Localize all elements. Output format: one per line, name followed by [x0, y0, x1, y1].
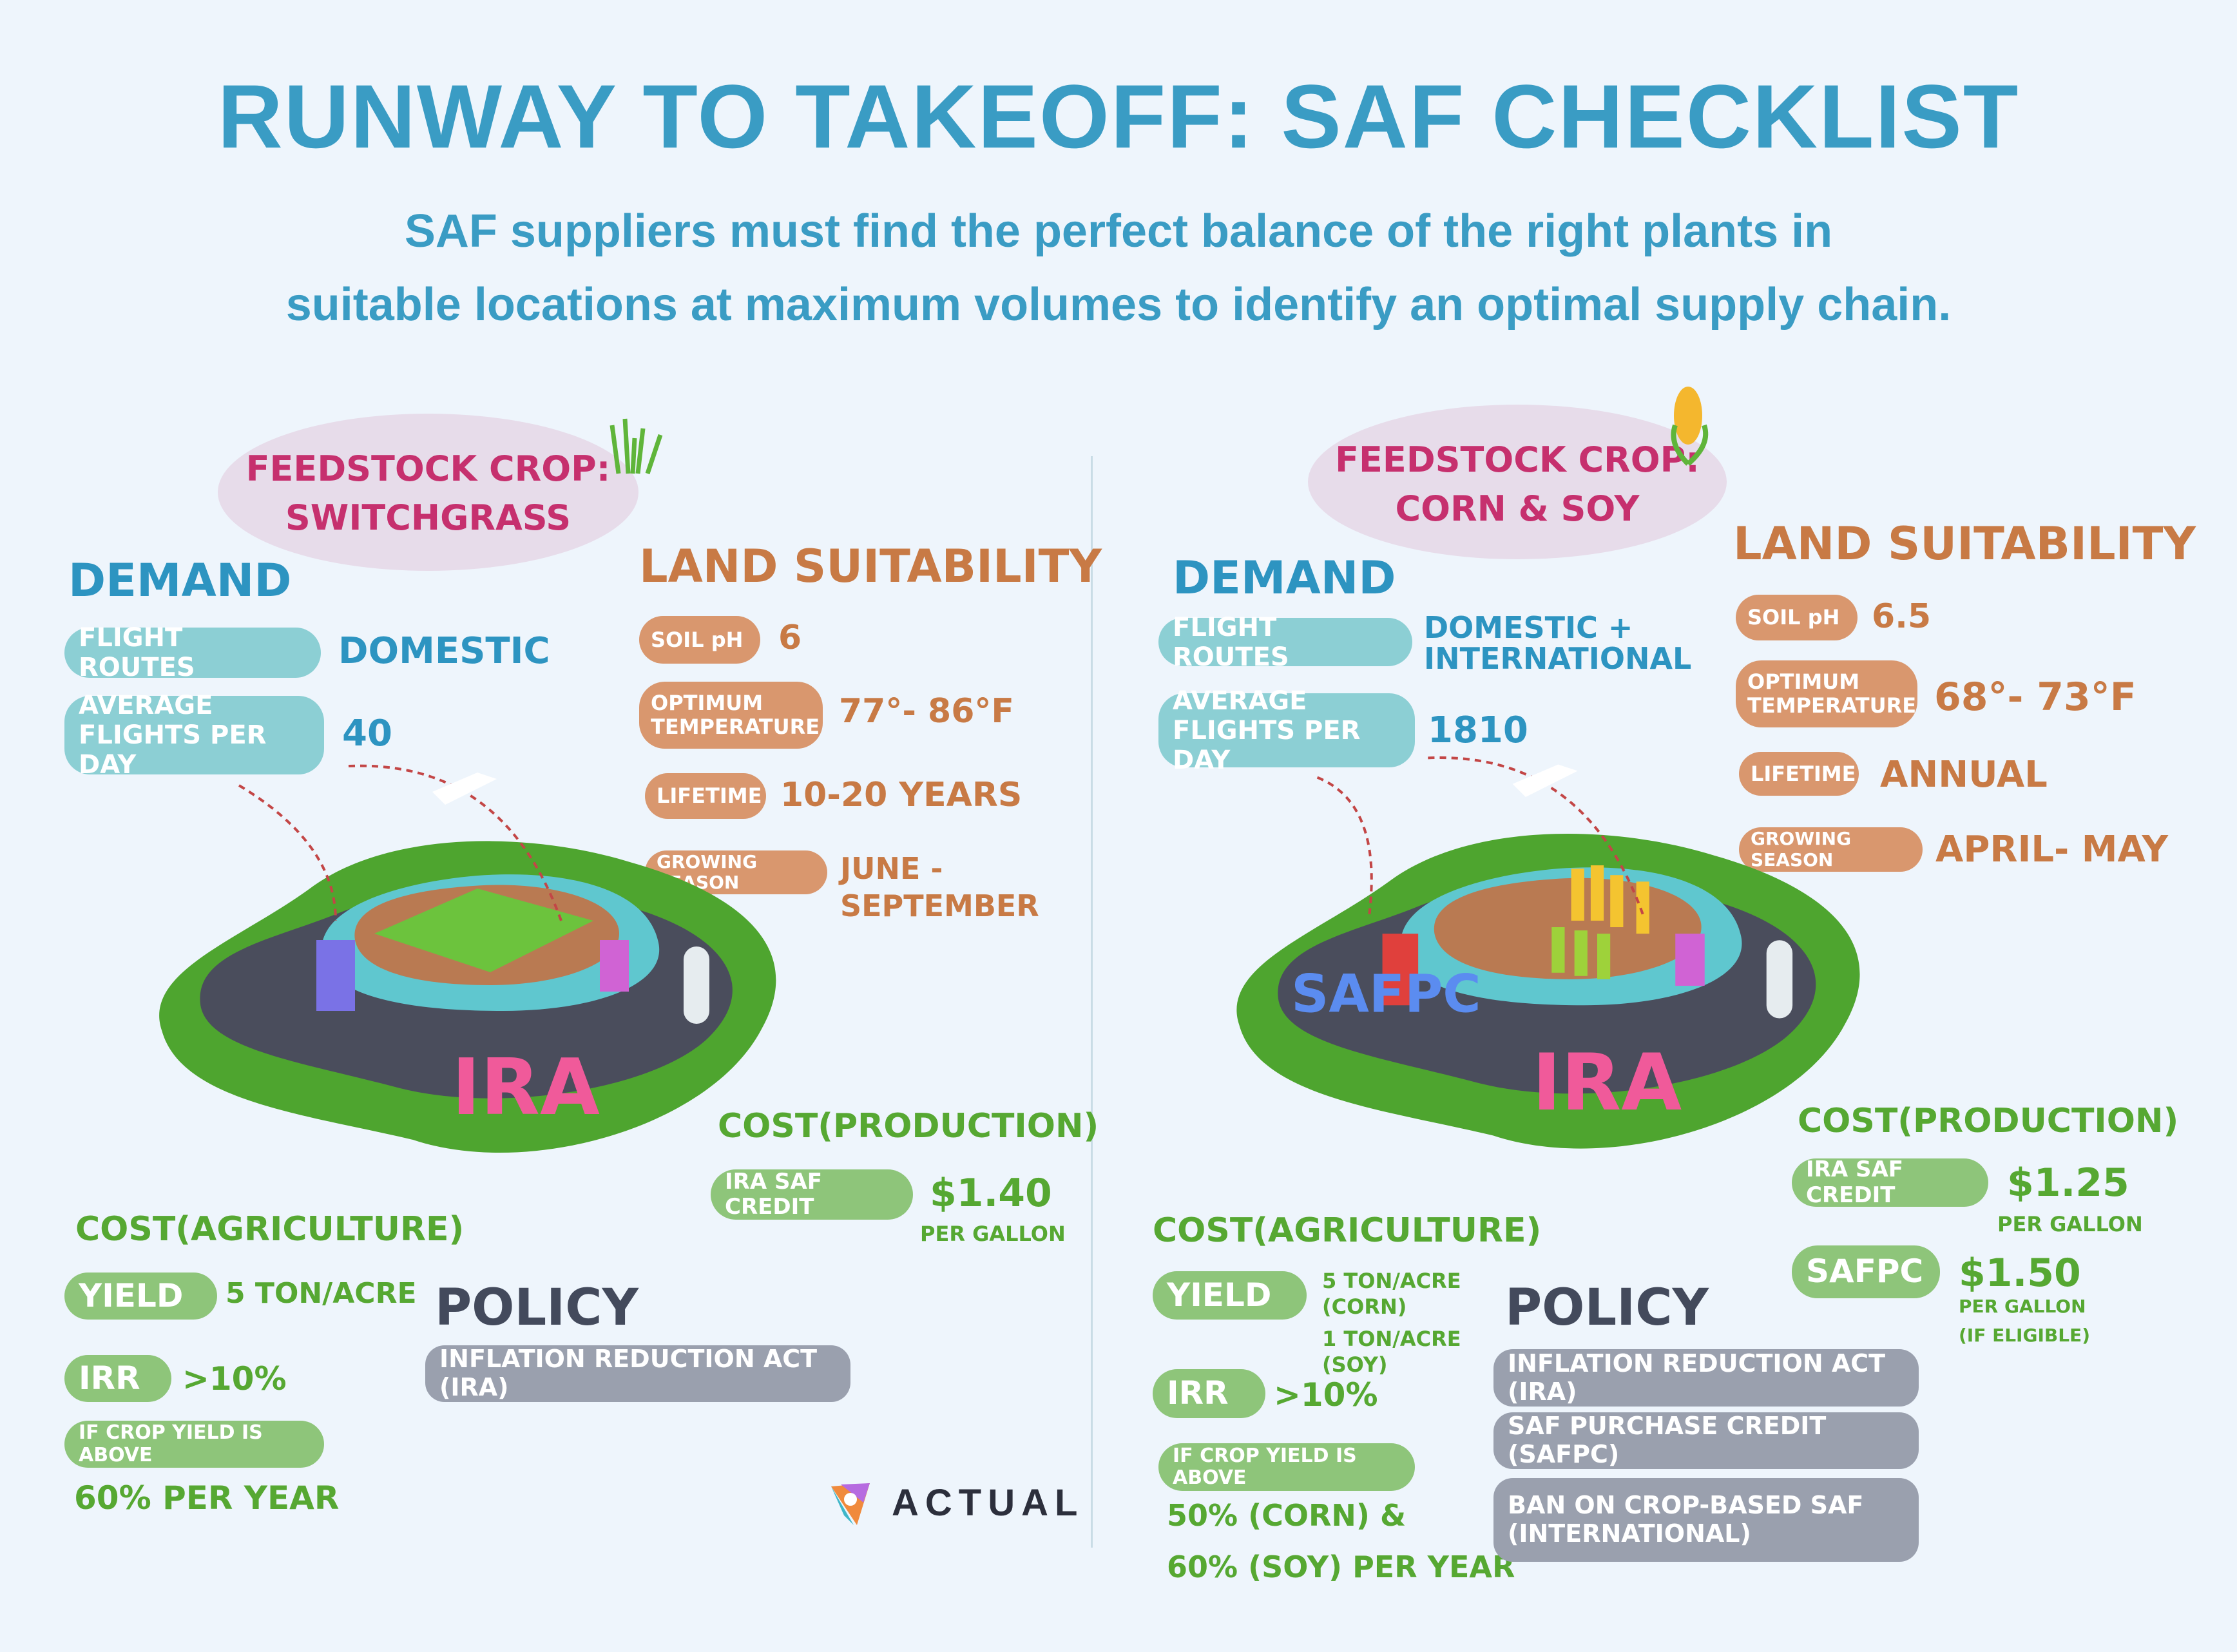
- farm-illustration-left: IRA: [159, 764, 776, 1153]
- flight-routes-value-right: DOMESTIC + INTERNATIONAL: [1424, 610, 1692, 677]
- yield-label-right: YIELD: [1153, 1271, 1307, 1320]
- subtitle-line-1: SAF suppliers must find the perfect bala…: [404, 206, 1833, 257]
- policy-ban-crop-based-saf: BAN ON CROP-BASED SAF (INTERNATIONAL): [1493, 1478, 1919, 1562]
- yield-condition-value-2: 60% (SOY) PER YEAR: [1167, 1550, 1515, 1584]
- temperature-label-right: OPTIMUM TEMPERATURE: [1736, 660, 1917, 727]
- crop-badge-left: [218, 414, 638, 571]
- temperature-value-right: 68°- 73°F: [1934, 675, 2136, 720]
- flight-routes-label-right: FLIGHT ROUTES: [1158, 613, 1412, 672]
- avg-flights-label-left: AVERAGE FLIGHTS PER DAY: [64, 691, 324, 780]
- farm-illustration-right: SAFPC IRA: [1236, 756, 1860, 1149]
- soil-ph-label-right: SOIL pH: [1736, 595, 1858, 640]
- yield-condition-label-left: IF CROP YIELD IS ABOVE: [64, 1421, 324, 1468]
- ira-credit-value-right: $1.25: [2007, 1160, 2129, 1205]
- safpc-letters: SAFPC: [1291, 964, 1481, 1024]
- policy-heading-right: POLICY: [1505, 1279, 1709, 1337]
- soil-ph-label-left: SOIL pH: [639, 616, 760, 664]
- ira-credit-unit-right: PER GALLON: [1997, 1212, 2143, 1236]
- ira-letters-right: IRA: [1532, 1037, 1682, 1128]
- soil-ph-value-left: 6: [778, 619, 802, 657]
- grass-icon: [610, 418, 663, 475]
- yield-label-left: YIELD: [64, 1273, 217, 1320]
- safpc-note: (IF ELIGIBLE): [1959, 1325, 2090, 1346]
- safpc-value: $1.50: [1959, 1251, 2081, 1296]
- irr-label-right: IRR: [1153, 1369, 1265, 1418]
- cost-production-heading-left: COST(PRODUCTION): [718, 1107, 1099, 1146]
- season-label-right: GROWING SEASON: [1739, 827, 1923, 872]
- lifetime-label-left: LIFETIME: [645, 773, 766, 819]
- yield-condition-value-left: 60% PER YEAR: [74, 1479, 340, 1517]
- yield-condition-label-right: IF CROP YIELD IS ABOVE: [1158, 1443, 1415, 1491]
- fuel-tank-icon: [316, 940, 355, 1011]
- land-heading-right: LAND SUITABILITY: [1733, 517, 2196, 570]
- lifetime-label-right: LIFETIME: [1739, 752, 1859, 796]
- safpc-label: SAFPC: [1792, 1245, 1940, 1298]
- cost-production-heading-right: COST(PRODUCTION): [1798, 1102, 2179, 1140]
- page-title: RUNWAY TO TAKEOFF: SAF CHECKLIST: [217, 66, 2020, 167]
- actual-logo: ACTUAL: [825, 1477, 1084, 1528]
- avg-flights-label-right: AVERAGE FLIGHTS PER DAY: [1158, 686, 1415, 775]
- ira-credit-value-left: $1.40: [930, 1171, 1052, 1216]
- yield-condition-value-1: 50% (CORN) &: [1167, 1498, 1407, 1533]
- ira-credit-label-right: IRA SAF CREDIT: [1792, 1157, 1988, 1207]
- yield-corn-value: 5 TON/ACRE (CORN): [1322, 1269, 1461, 1319]
- season-value-right: APRIL- MAY: [1935, 829, 2169, 870]
- irr-value-right: >10%: [1274, 1376, 1378, 1414]
- crop-badge-right: [1308, 405, 1727, 559]
- irr-label-left: IRR: [64, 1355, 171, 1402]
- safpc-unit: PER GALLON: [1959, 1296, 2086, 1317]
- lifetime-value-left: 10-20 YEARS: [780, 776, 1022, 814]
- temperature-label-left: OPTIMUM TEMPERATURE: [639, 682, 823, 749]
- demand-heading-right: DEMAND: [1173, 552, 1396, 604]
- land-heading-left: LAND SUITABILITY: [639, 540, 1102, 593]
- avg-flights-value-left: 40: [342, 713, 392, 754]
- ira-credit-label-left: IRA SAF CREDIT: [711, 1169, 913, 1220]
- temperature-value-left: 77°- 86°F: [839, 692, 1014, 731]
- actual-logo-text: ACTUAL: [892, 1481, 1084, 1524]
- policy-ira-left: INFLATION REDUCTION ACT (IRA): [425, 1345, 850, 1402]
- irr-value-left: >10%: [182, 1360, 287, 1397]
- subtitle-line-2: suitable locations at maximum volumes to…: [285, 279, 1952, 331]
- yield-value-left: 5 TON/ACRE: [226, 1277, 417, 1310]
- avg-flights-value-right: 1810: [1428, 709, 1528, 751]
- policy-ira-right: INFLATION REDUCTION ACT (IRA): [1493, 1349, 1919, 1407]
- flight-routes-value-left: DOMESTIC: [338, 630, 550, 672]
- lifetime-value-right: ANNUAL: [1880, 754, 2048, 796]
- policy-safpc: SAF PURCHASE CREDIT (SAFPC): [1493, 1412, 1919, 1469]
- yield-soy-value: 1 TON/ACRE (SOY): [1322, 1327, 1461, 1377]
- ira-letters-left: IRA: [452, 1043, 600, 1133]
- flight-routes-label-left: FLIGHT ROUTES: [64, 623, 321, 682]
- cost-agriculture-heading-right: COST(AGRICULTURE): [1153, 1211, 1542, 1250]
- corn-icon: [1671, 387, 1709, 466]
- policy-heading-left: POLICY: [435, 1279, 638, 1337]
- crop-label-right: FEEDSTOCK CROP:CORN & SOY: [1335, 439, 1700, 529]
- airplane-icon: [432, 773, 497, 805]
- soil-ph-value-right: 6.5: [1872, 597, 1932, 636]
- panel-divider: [1091, 456, 1093, 1548]
- ira-credit-unit-left: PER GALLON: [920, 1222, 1066, 1246]
- crop-label-left: FEEDSTOCK CROP:SWITCHGRASS: [245, 448, 611, 538]
- demand-heading-left: DEMAND: [68, 554, 292, 607]
- actual-logo-icon: [831, 1483, 870, 1525]
- cost-agriculture-heading-left: COST(AGRICULTURE): [75, 1210, 465, 1249]
- season-value-left: JUNE - SEPTEMBER: [840, 851, 1039, 923]
